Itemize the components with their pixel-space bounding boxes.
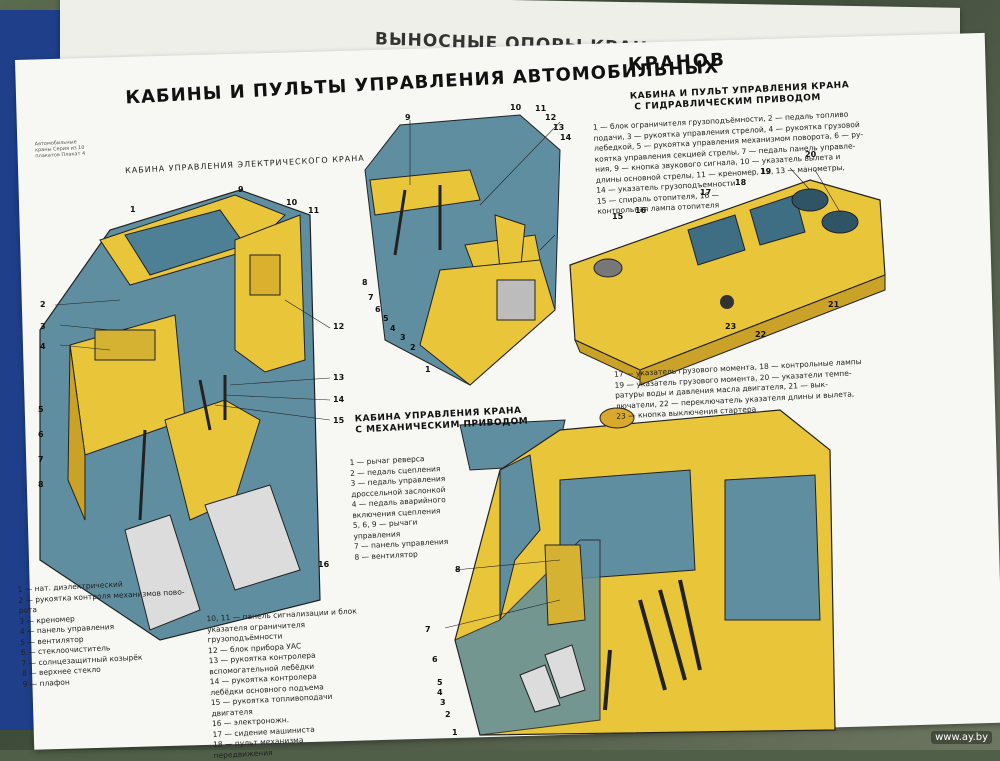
control-panel-illustration: [569, 179, 886, 386]
series-note: Автомобильные краны Серия из 10 плакатов…: [34, 139, 86, 160]
electric-legend: 1 — нат. диэлектрический 2 — рукоятка ко…: [17, 579, 185, 689]
hydraulic-cab-illustration: [364, 114, 561, 386]
mechanical-legend: 1 — рычаг реверса 2 — педаль сцепления 3…: [349, 454, 449, 562]
site-watermark: www.ay.by: [931, 731, 992, 744]
mechanical-cab-illustration: [454, 407, 836, 736]
hydraulic-legend: 1 — блок ограничителя грузоподъёмности, …: [592, 109, 864, 216]
electric-legend-2: 10, 11 — панель сигнализации и блок указ…: [206, 606, 357, 760]
leader-lines: [54, 120, 841, 629]
electric-cab-illustration: [39, 189, 321, 641]
